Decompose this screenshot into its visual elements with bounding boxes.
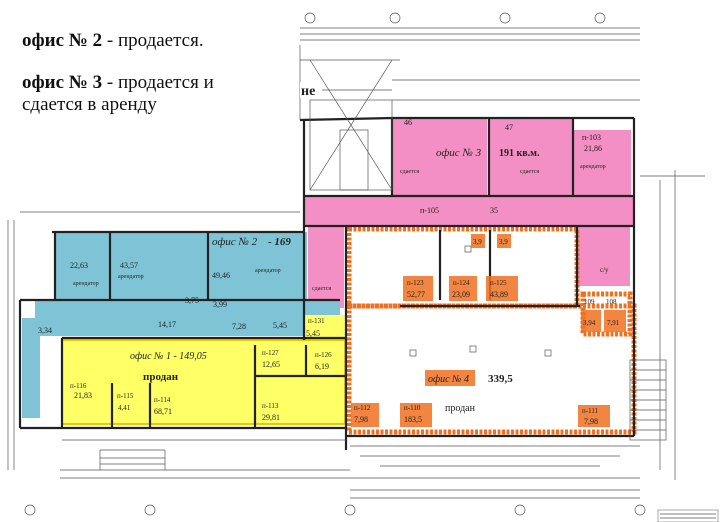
room-110-label: п-110 <box>404 404 421 412</box>
room-112-label: п-112 <box>354 404 371 412</box>
office-1-labels: офис № 1 - 149,05 продан п-116 21,83 п-1… <box>70 317 332 422</box>
office-2-heading: офис № 2 <box>22 30 103 51</box>
office-2-room-a3: 49,46 <box>212 271 230 280</box>
room-113-area: 29,81 <box>262 413 280 422</box>
room-123a-area: 52,77 <box>407 290 425 299</box>
room-116-area: 21,83 <box>74 391 92 400</box>
room-103-area: 21,86 <box>584 144 602 153</box>
room-115-area: 4,41 <box>118 404 131 412</box>
office-3-labels: 46 47 офис № 3 191 кв.м. сдается сдается… <box>312 118 609 292</box>
room-115-label: п-115 <box>117 392 134 400</box>
office-2-room-a9: 5,45 <box>273 321 287 330</box>
room-113-label: п-113 <box>262 402 279 410</box>
room-109-label: 109 <box>584 298 595 306</box>
office-1-status: продан <box>143 371 179 383</box>
office-4-labels: п-123 52,77 п-124 23,09 п-125 43,89 3,9 … <box>351 234 626 427</box>
office-2-room-a5: 3,99 <box>213 300 227 309</box>
room-108-label: 108 <box>606 298 617 306</box>
room-114-label: п-114 <box>154 396 171 404</box>
stamp-box <box>300 82 322 98</box>
office-3-title: офис № 3 <box>436 147 482 159</box>
office-2-room-a4: 3,75 <box>185 296 199 305</box>
office-2-room-a1: 22,63 <box>70 261 88 270</box>
room-105-label: п-105 <box>420 206 439 215</box>
drawing-details <box>7 12 719 522</box>
office-2-room-a2: 43,57 <box>120 261 138 270</box>
room-127-area: 12,65 <box>262 360 280 369</box>
header-line-office-3: офис № 3 - продается и <box>22 72 214 94</box>
room-109-area: 3,94 <box>583 319 596 327</box>
office-2-area: - 169 <box>268 236 291 248</box>
room-103-label: п-103 <box>582 133 601 142</box>
room-114-area: 68,71 <box>154 407 172 416</box>
office-3-area: 191 кв.м. <box>499 148 540 159</box>
room-105-area: 35 <box>490 206 498 215</box>
stamp-text: не <box>301 84 315 99</box>
office-2-tenant-3: арендатор <box>255 268 281 274</box>
office-3-tenant: арендатор <box>580 164 606 170</box>
office-3-status: - продается и <box>102 72 214 93</box>
office-2-status: - продается. <box>102 30 204 51</box>
office-4-title: офис № 4 <box>428 374 469 385</box>
office-2-tenant-2: арендатор <box>118 274 144 280</box>
room-111-area: 7,98 <box>584 417 598 426</box>
office-3-rent-left: сдается <box>400 169 419 175</box>
room-123a-label: п-123 <box>407 279 424 287</box>
room-124-area: 23,09 <box>452 290 470 299</box>
header-line-office-3-rent: сдается в аренду <box>22 94 157 116</box>
office-3-wc: с/у <box>600 266 609 274</box>
office-3-rent-lower: сдается <box>312 286 331 292</box>
office-3-zone <box>304 118 634 308</box>
office-2-zone <box>22 232 340 418</box>
room-112-area: 7,98 <box>354 415 368 424</box>
room-127-label: п-127 <box>262 349 279 357</box>
room-125-label: п-125 <box>490 279 507 287</box>
room-131-area: 5,45 <box>306 329 320 338</box>
room-125-area: 43,89 <box>490 290 508 299</box>
office-2-labels: офис № 2 - 169 22,63 43,57 49,46 арендат… <box>38 236 291 335</box>
closet-2-area: 3,9 <box>499 238 508 246</box>
office-1-title: офис № 1 - 149,05 <box>130 351 207 362</box>
walls <box>18 116 636 450</box>
room-110-area: 183,5 <box>404 415 422 424</box>
office-4-area: 339,5 <box>488 373 513 385</box>
office-3-heading: офис № 3 <box>22 72 103 93</box>
room-116-label: п-116 <box>70 382 87 390</box>
office-3-rent-mid: сдается <box>520 169 539 175</box>
room-108-area: 7,91 <box>607 319 620 327</box>
office-4-status: продан <box>445 403 476 414</box>
office-2-room-a6: 14,17 <box>158 320 176 329</box>
office-2-room-a8: 3,34 <box>38 326 52 335</box>
room-47-label: 47 <box>505 123 513 132</box>
closet-1-area: 3,9 <box>473 238 482 246</box>
office-2-tenant-1: арендатор <box>73 281 99 287</box>
office-2-room-a7: 7,28 <box>232 322 246 331</box>
room-124-label: п-124 <box>453 279 470 287</box>
office-3-status-rent: сдается в аренду <box>22 94 157 115</box>
room-126-area: 6,19 <box>315 362 329 371</box>
office-2-title: офис № 2 <box>212 236 258 248</box>
room-46-label: 46 <box>404 118 412 127</box>
room-126-label: п-126 <box>315 351 332 359</box>
header-line-office-2: офис № 2 - продается. <box>22 30 204 52</box>
room-131-label: п-131 <box>308 317 325 325</box>
room-111-label: п-111 <box>582 407 599 415</box>
